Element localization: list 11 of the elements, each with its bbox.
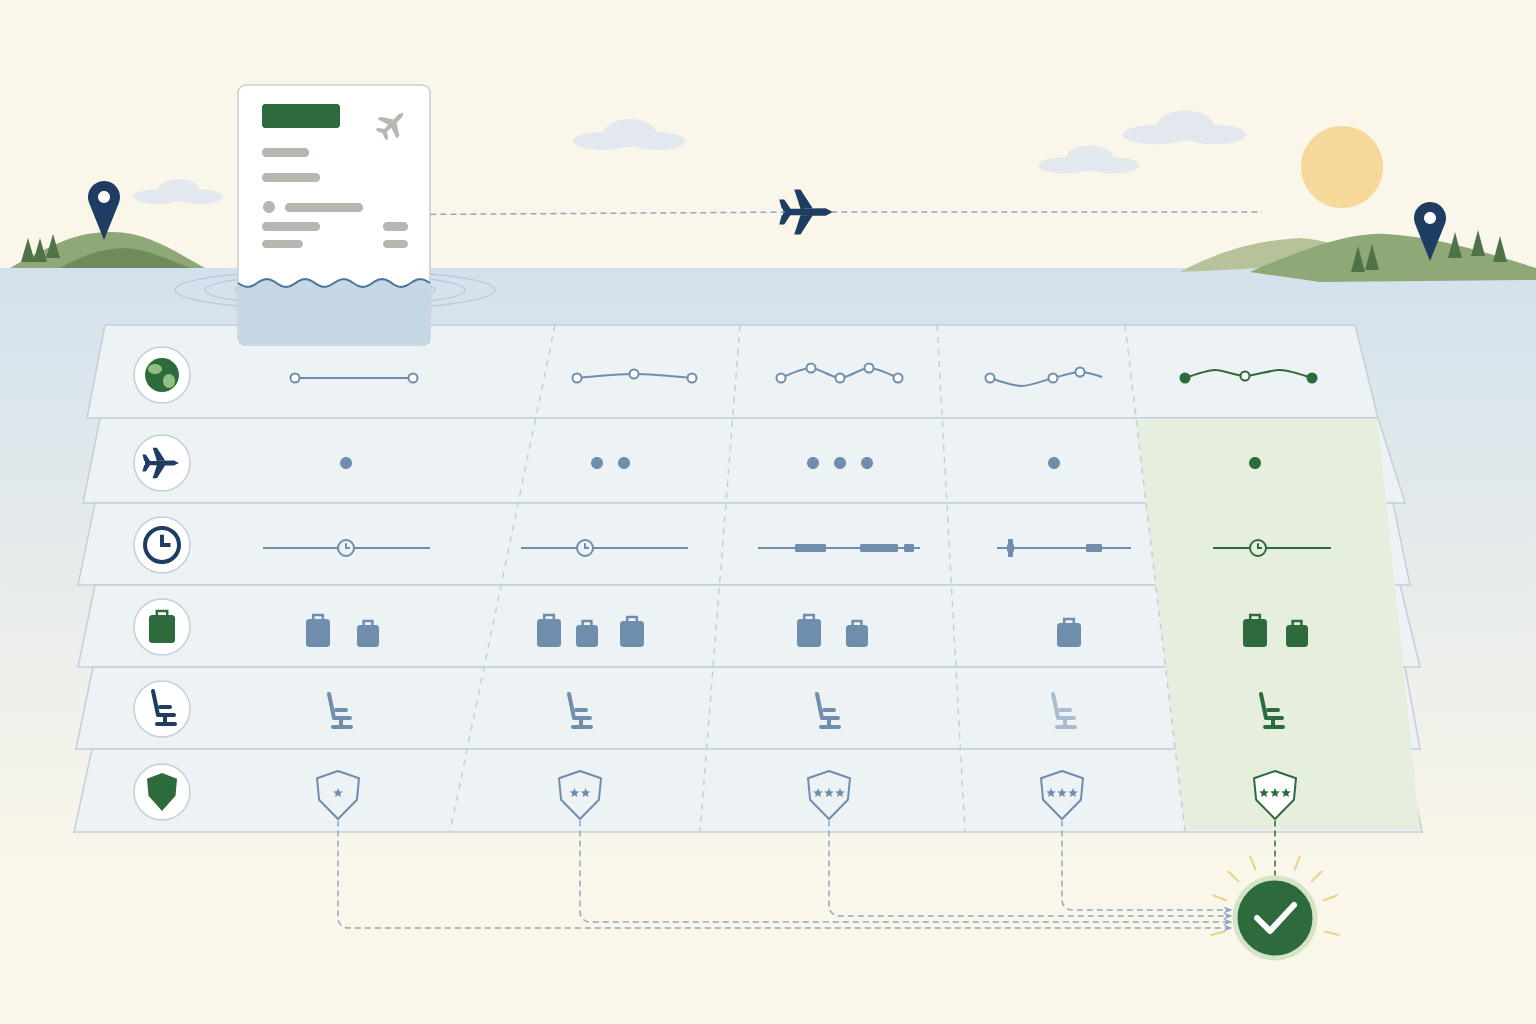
ticket-drawing xyxy=(237,84,431,346)
shield-icon xyxy=(558,770,602,820)
airplane-icon xyxy=(779,189,833,235)
dashed-line xyxy=(830,211,1263,213)
shield-icon xyxy=(807,770,851,820)
dashed-line xyxy=(1274,819,1276,877)
shield-icon xyxy=(1253,770,1297,820)
shield-icon xyxy=(1040,770,1084,820)
check-circle xyxy=(1232,875,1318,961)
shield-icon xyxy=(316,770,360,820)
dashed-line xyxy=(429,211,786,216)
